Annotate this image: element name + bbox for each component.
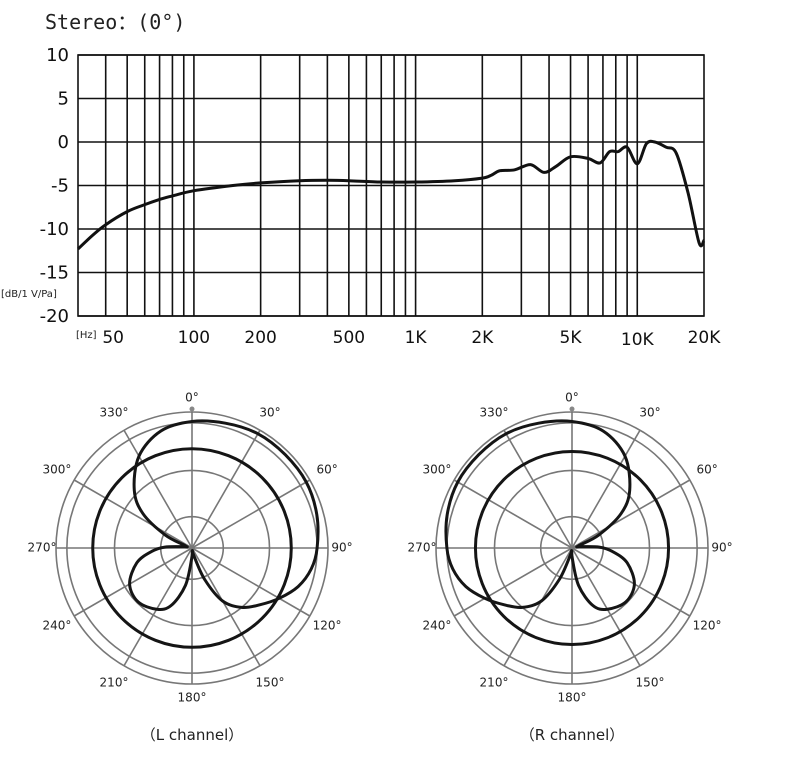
angle-label: 270°	[408, 541, 437, 555]
angle-label: 30°	[639, 405, 660, 419]
polar-spoke	[571, 429, 641, 549]
x-tick-label: 10K	[621, 330, 655, 350]
polar-spoke	[73, 479, 193, 549]
plot-frame	[77, 54, 705, 317]
angle-label: 90°	[711, 541, 732, 555]
angle-label: 30°	[259, 405, 280, 419]
polar-spoke	[191, 547, 261, 667]
y-tick-label: 0	[58, 132, 69, 153]
angle-label: 240°	[422, 619, 451, 633]
x-tick-label: 200	[244, 328, 276, 348]
angle-label: 330°	[480, 405, 509, 419]
polar-spoke	[571, 479, 691, 549]
angle-label: 120°	[313, 619, 342, 633]
x-tick-label: 20K	[688, 328, 722, 348]
polar-spoke	[571, 547, 641, 667]
angle-label: 300°	[42, 463, 71, 477]
omni-pattern-curve	[91, 447, 293, 649]
y-tick-label: -15	[40, 263, 69, 284]
polar-spoke	[191, 547, 311, 617]
x-tick-label: 100	[178, 328, 210, 348]
polar-spoke	[503, 429, 573, 549]
left-channel-caption: （L channel）	[141, 726, 243, 744]
angle-label: 210°	[100, 676, 129, 690]
angle-label: 180°	[178, 691, 207, 705]
polar-spoke	[453, 547, 573, 617]
angle-label: 270°	[28, 541, 57, 555]
x-tick-label: 1K	[405, 328, 428, 348]
response-curve	[76, 139, 706, 251]
y-tick-label: -5	[51, 176, 69, 197]
zero-degree-marker	[569, 406, 575, 412]
angle-label: 300°	[422, 463, 451, 477]
x-tick-label: 5K	[560, 328, 583, 348]
polar-plot-right-channel: 0° 30° 60° 90° 120° 150° 180° 210° 240° 270° 300° 3…	[408, 391, 733, 705]
y-axis-unit-label: [dB/1 V/Pa]	[1, 289, 57, 300]
polar-spoke	[123, 429, 193, 549]
angle-label: 60°	[316, 463, 337, 477]
angle-label: 60°	[696, 463, 717, 477]
angle-label: 150°	[636, 676, 665, 690]
angle-label: 150°	[256, 676, 285, 690]
right-channel-caption: （R channel）	[520, 726, 625, 744]
polar-spoke	[453, 479, 573, 549]
directional-pattern-curve	[444, 419, 636, 611]
y-tick-label: -20	[40, 306, 69, 327]
polar-spoke	[503, 547, 573, 667]
zero-degree-marker	[189, 406, 195, 412]
directional-pattern-curve	[128, 419, 320, 611]
x-tick-label: 500	[333, 328, 365, 348]
angle-label: 0°	[565, 391, 579, 405]
polar-plot-left-channel: 0° 30° 60° 90° 120° 150° 180° 210° 240° 270° 300° 3…	[28, 391, 353, 705]
x-tick-label: 50	[102, 328, 124, 348]
angle-label: 330°	[100, 405, 129, 419]
polar-spoke	[571, 547, 691, 617]
polar-spoke	[191, 479, 311, 549]
polar-spoke	[123, 547, 193, 667]
y-tick-label: 10	[46, 45, 69, 66]
polar-spoke	[191, 429, 261, 549]
angle-label: 210°	[480, 676, 509, 690]
x-axis-unit-label: [Hz]	[76, 330, 97, 341]
y-tick-label: -10	[40, 219, 69, 240]
y-tick-label: 5	[58, 89, 69, 110]
chart-title: Stereo：(0°)	[45, 10, 185, 34]
x-tick-label: 2K	[471, 328, 494, 348]
polar-spoke	[73, 547, 193, 617]
angle-label: 180°	[558, 691, 587, 705]
angle-label: 240°	[42, 619, 71, 633]
angle-label: 90°	[331, 541, 352, 555]
angle-label: 120°	[693, 619, 722, 633]
omni-pattern-curve	[473, 449, 671, 647]
angle-label: 0°	[185, 391, 199, 405]
